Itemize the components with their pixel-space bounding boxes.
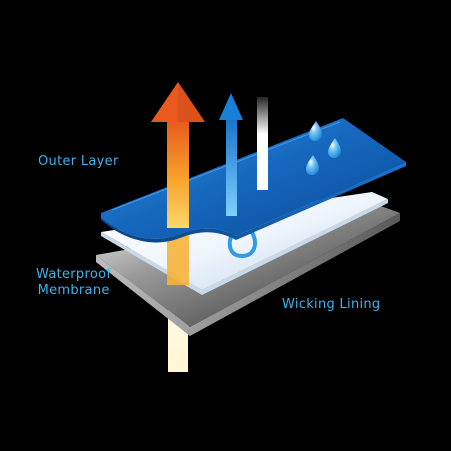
outer-layer-label: Outer Layer <box>38 154 119 169</box>
blue-vapor-arrow <box>219 93 243 216</box>
waterproof-membrane-label: Waterproof Membrane <box>36 267 112 298</box>
water-droplet-icon <box>306 121 342 176</box>
vapor-loop <box>227 230 257 259</box>
orange-heat-arrow <box>151 82 205 228</box>
wicking-lining-label: Wicking Lining <box>282 297 381 312</box>
white-light-beam <box>257 97 268 190</box>
